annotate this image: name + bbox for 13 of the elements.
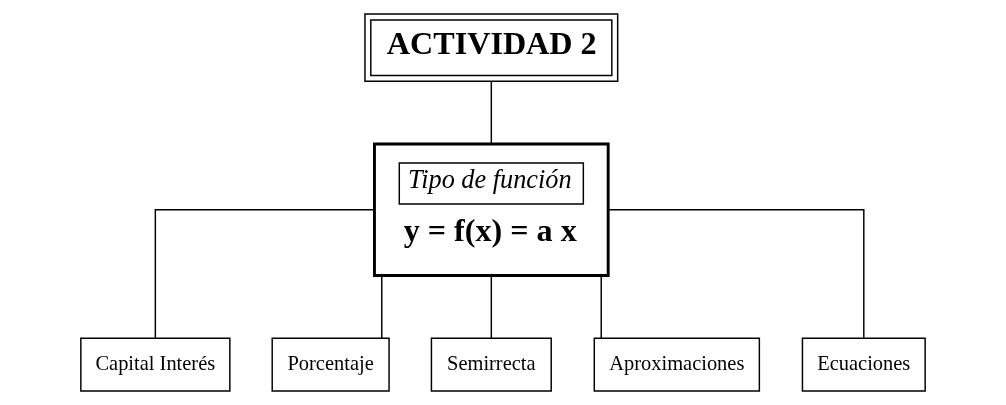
- node-box: Porcentaje: [271, 337, 390, 392]
- node-box: Ecuaciones: [801, 337, 926, 392]
- connector: [607, 209, 865, 339]
- node-box: Semirrecta: [430, 337, 552, 392]
- connector: [381, 275, 383, 339]
- connector: [600, 275, 602, 339]
- connector: [490, 80, 493, 145]
- connector: [490, 275, 493, 339]
- connector: [154, 209, 375, 339]
- node-box: ACTIVIDAD 2: [364, 13, 619, 82]
- node-box: Capital Interés: [80, 337, 231, 392]
- node-box: Tipo de función y = f(x) = a x: [373, 142, 610, 277]
- node-box: Aproximaciones: [593, 337, 761, 392]
